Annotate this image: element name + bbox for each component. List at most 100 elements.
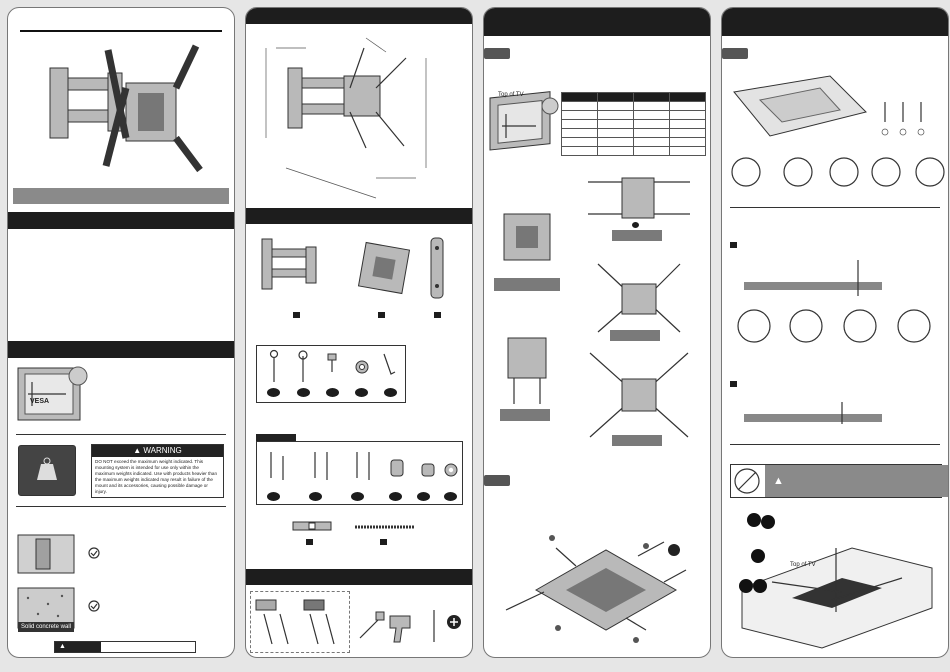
- check-icon: [88, 547, 100, 559]
- hardware-label-3: [326, 388, 339, 397]
- arms-config-3: [589, 352, 689, 438]
- warning-box: ▲ WARNING DO NOT exceed the maximum weig…: [91, 444, 224, 498]
- drill-bit-icons: [255, 599, 335, 645]
- panel-step2: ▲ Top of TV: [721, 7, 949, 658]
- spacer-short-icon: [421, 463, 435, 477]
- tv-plate-part: [357, 241, 411, 295]
- tv-hardware-tab: [256, 434, 296, 441]
- parts-bar: [246, 208, 472, 224]
- tools-bar: [246, 569, 472, 585]
- plate-config-small: [503, 213, 551, 261]
- bracket-exploded-view: [505, 535, 687, 643]
- allen-key-icon: [383, 353, 396, 375]
- hardware-box-1: [256, 345, 406, 403]
- caution-icon: ▲: [55, 642, 101, 652]
- top-of-tv-label: Top of TV: [498, 92, 524, 98]
- hardware-label-5: [384, 388, 397, 397]
- panel-step1: Top of TV: [483, 7, 711, 658]
- panel-specs-parts: [245, 7, 473, 658]
- step1b-tag: [484, 475, 510, 486]
- spacer-long-icon: [390, 459, 404, 477]
- divider-2: [16, 506, 226, 507]
- config-caption-1: [494, 278, 560, 291]
- arms-config-1: [588, 177, 690, 219]
- config-caption-2: [500, 409, 550, 421]
- no-power-tool-notice: ▲: [730, 464, 948, 498]
- washer-icon: [444, 463, 458, 477]
- weight-icon: [37, 457, 57, 480]
- tools-group: [250, 591, 350, 653]
- nut-icon: [355, 360, 369, 374]
- tv-hw-label-2: [309, 492, 322, 501]
- warning-header: ▲ WARNING: [92, 445, 223, 457]
- part-label-a: [293, 312, 300, 318]
- concrete-wall-label: Solid concrete wall: [18, 622, 74, 632]
- cable-tie-label: [380, 539, 387, 545]
- overview-caption-band: [13, 188, 229, 204]
- wrench-tighten-icon: [637, 541, 680, 557]
- title-rule: [20, 30, 222, 32]
- no-drill-icon: [734, 468, 760, 494]
- step2-header: [722, 8, 948, 36]
- section-bar-1: [8, 212, 234, 229]
- check-icon-2: [88, 600, 100, 612]
- warning-title: WARNING: [143, 446, 182, 455]
- tv-hw-label-3: [351, 492, 364, 501]
- mount-variants-row: [737, 309, 931, 343]
- tv-back-illustration: [489, 91, 559, 151]
- divider-1: [16, 434, 226, 435]
- wrench-icon: [298, 350, 308, 382]
- warning-body: DO NOT exceed the maximum weight indicat…: [95, 459, 218, 494]
- screen-set-2: [314, 452, 328, 480]
- tv-bracket-attach-view: [739, 513, 933, 649]
- vesa-label: VESA: [30, 398, 50, 405]
- tv-hw-label-6: [444, 492, 457, 501]
- curved-back-diagram: [744, 402, 882, 424]
- warning-triangle-icon: ▲: [133, 446, 144, 455]
- top-of-tv-label-2: Top of TV: [790, 562, 816, 568]
- config-caption-5: [612, 435, 662, 446]
- divider-4a: [730, 207, 940, 208]
- wall-plate-part: [430, 237, 444, 299]
- panel-overview: VESA ▲ WARNING DO NOT exceed the maximum…: [7, 7, 235, 658]
- hardware-box-2: [256, 441, 463, 505]
- socket-wrench-icon: [359, 611, 385, 639]
- hardware-label-2: [297, 388, 310, 397]
- vesa-spec-table: [561, 92, 706, 156]
- arm-assembly-part: [261, 238, 317, 290]
- hardware-label-4: [355, 388, 368, 397]
- arms-config-2: [597, 263, 681, 333]
- level-icon: [292, 521, 332, 531]
- option-b-label: [730, 381, 737, 387]
- screw-options: [881, 102, 925, 136]
- wood-stud-wall-icon: [17, 534, 75, 574]
- tv-face-down: [733, 75, 867, 137]
- part-label-b: [378, 312, 385, 318]
- level-label: [306, 539, 313, 545]
- divider-4b: [730, 444, 940, 445]
- screen-set-3: [356, 452, 370, 480]
- lag-bolt-icon: [269, 349, 279, 382]
- spec-bar: [246, 8, 472, 24]
- caution-bar: ▲: [54, 641, 196, 653]
- tv-hw-label-1: [267, 492, 280, 501]
- screwdriver-icon: [433, 610, 435, 642]
- tv-hw-label-4: [389, 492, 402, 501]
- cable-tie-icon: [355, 525, 415, 529]
- bolt-icon: [327, 353, 337, 372]
- step1-tag: [484, 48, 510, 59]
- flat-back-diagram: [744, 260, 882, 296]
- tv-mount-illustration: [49, 44, 203, 173]
- drill-icon: [389, 615, 411, 643]
- part-label-c: [434, 312, 441, 318]
- plate-config-medium: [507, 337, 547, 404]
- phillips-icon: [447, 615, 461, 629]
- step2-tag: [722, 48, 748, 59]
- config-caption-4: [610, 330, 660, 341]
- step1-header: [484, 8, 710, 36]
- weight-box: [18, 445, 76, 496]
- dimension-drawing: [265, 37, 427, 199]
- config-dot-1: [632, 222, 639, 228]
- section-bar-2: [8, 341, 234, 358]
- vesa-tv-illustration: [17, 366, 88, 421]
